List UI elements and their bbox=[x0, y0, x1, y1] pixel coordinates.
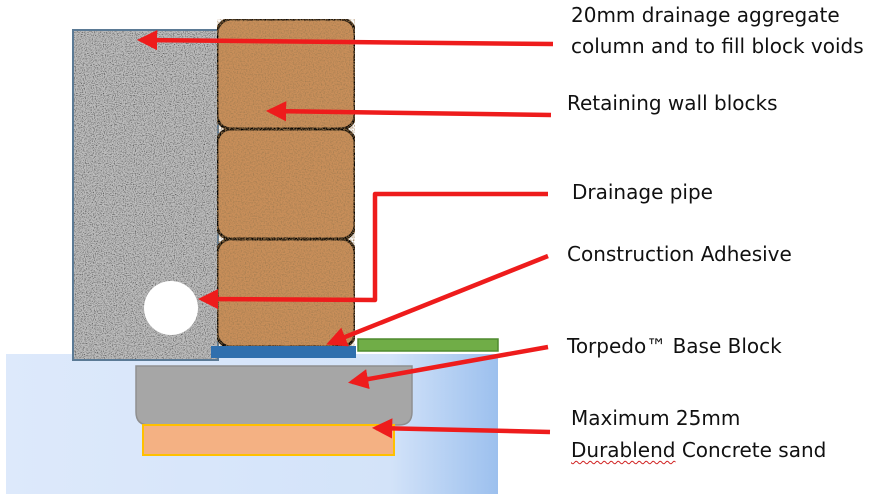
concrete-sand-layer bbox=[142, 424, 395, 456]
retaining-wall-blocks bbox=[215, 17, 357, 349]
label-construction-adhesive: Construction Adhesive bbox=[567, 242, 792, 266]
label-aggregate-line1: 20mm drainage aggregate bbox=[571, 3, 840, 27]
label-sand-line1: Maximum 25mm bbox=[571, 406, 741, 430]
label-sand-rest: Concrete sand bbox=[675, 438, 827, 462]
arrow-adhesive bbox=[326, 253, 549, 347]
drainage-pipe bbox=[144, 281, 198, 335]
arrow-pipe bbox=[197, 191, 548, 310]
label-sand-brand: Durablend bbox=[571, 438, 676, 462]
arrow-base-block bbox=[348, 344, 549, 390]
wall-block-middle bbox=[215, 127, 357, 241]
construction-adhesive-strip bbox=[211, 346, 356, 358]
green-edge-strip bbox=[357, 338, 499, 352]
label-sand-line2: Durablend Concrete sand bbox=[571, 435, 826, 465]
torpedo-base-block bbox=[135, 365, 413, 426]
label-aggregate-line2: column and to fill block voids bbox=[571, 34, 864, 58]
arrow-blocks bbox=[265, 101, 552, 122]
wall-block-bottom bbox=[215, 237, 357, 349]
label-drainage-pipe: Drainage pipe bbox=[572, 180, 713, 204]
label-retaining-wall-blocks: Retaining wall blocks bbox=[567, 91, 778, 115]
arrow-aggregate bbox=[136, 30, 554, 51]
label-torpedo-base-block: Torpedo™ Base Block bbox=[567, 334, 782, 358]
arrow-sand bbox=[371, 418, 551, 439]
